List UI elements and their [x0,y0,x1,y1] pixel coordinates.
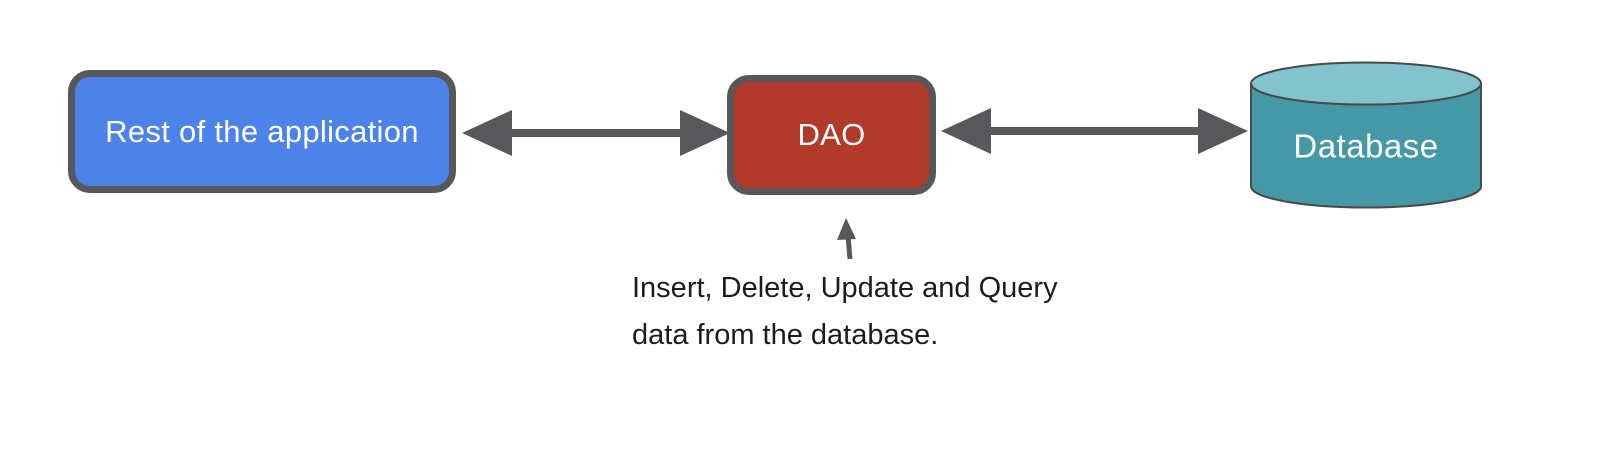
dao-node: DAO [727,75,936,195]
database-node-label: Database [1293,128,1438,165]
annotation-line-2: data from the database. [632,319,939,351]
dao-node-label: DAO [797,117,866,152]
arrowhead-left-app [462,110,512,156]
app-node: Rest of the application [68,70,456,193]
arrowhead-right-dao [680,110,730,156]
annotation-text: Insert, Delete, Update and Query data fr… [632,265,1058,359]
annotation-arrowhead [837,218,856,240]
database-cylinder: Database [1250,61,1482,209]
annotation-arrow [837,218,856,260]
bidirectional-arrow-dao-database [941,108,1248,154]
arrowhead-right-database [1198,108,1248,154]
arrowhead-left-dao [941,108,991,154]
database-cylinder-top [1250,61,1482,106]
annotation-line-1: Insert, Delete, Update and Query [632,272,1058,304]
bidirectional-arrow-app-dao [462,110,730,156]
app-node-label: Rest of the application [105,113,419,149]
